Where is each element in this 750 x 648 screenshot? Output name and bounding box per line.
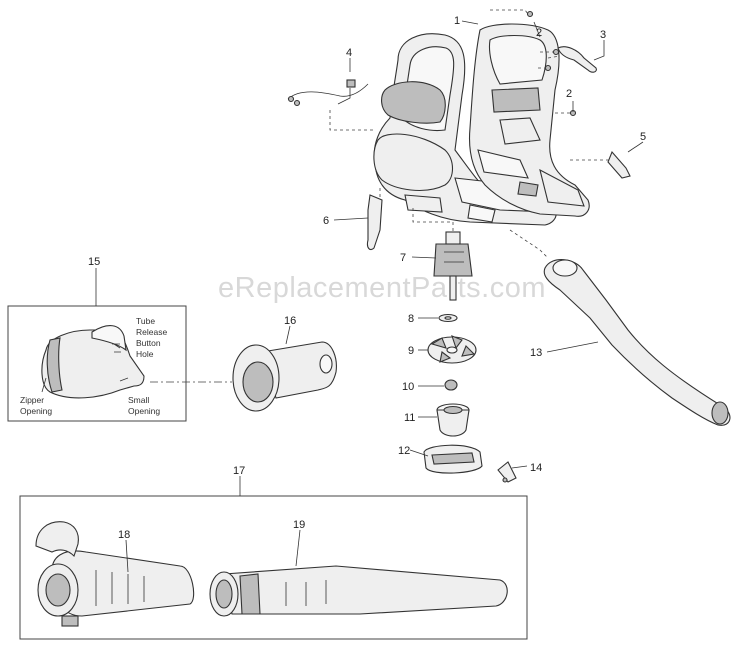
callout-12: 12	[398, 445, 410, 457]
bag-frame	[7, 305, 187, 422]
callout-19: 19	[293, 519, 305, 531]
callout-labels: 1 2 2 3 4 5 6 7 8 9 10 11 12 13 14 15 16…	[88, 15, 646, 541]
callout-14: 14	[530, 462, 542, 474]
note-tube-release-4: Hole	[136, 349, 154, 359]
note-zipper-2: Opening	[20, 406, 52, 416]
cord-retainer-part	[366, 188, 383, 251]
callout-2b: 2	[566, 88, 572, 100]
callout-17: 17	[233, 465, 245, 477]
callout-7: 7	[400, 252, 406, 264]
switch-part	[547, 46, 597, 73]
clip-part	[570, 150, 631, 179]
callout-2a: 2	[536, 27, 542, 39]
motor-part	[412, 208, 473, 301]
cord-part	[287, 79, 375, 131]
callout-8: 8	[408, 313, 414, 325]
note-tube-release-2: Release	[136, 327, 167, 337]
note-small-1: Small	[128, 395, 149, 405]
bag-notes: Tube Release Button Hole Zipper Opening …	[20, 316, 167, 416]
nut-part	[444, 379, 458, 391]
washer-part	[438, 313, 458, 323]
callout-16: 16	[284, 315, 296, 327]
upper-vacuum-tube-part	[35, 521, 195, 627]
callout-leaders	[41, 20, 644, 573]
callout-10: 10	[402, 381, 414, 393]
callout-5: 5	[640, 131, 646, 143]
base-part	[423, 444, 483, 474]
callout-11: 11	[404, 412, 415, 424]
callout-6: 6	[323, 215, 329, 227]
housing-right-half	[468, 23, 590, 217]
callout-3: 3	[600, 29, 606, 41]
callout-18: 18	[118, 529, 130, 541]
callout-4: 4	[346, 47, 352, 59]
adapter-tube-part	[232, 341, 337, 412]
impeller-cover-part	[436, 403, 470, 437]
callout-1: 1	[454, 15, 460, 27]
collection-bag-part	[41, 325, 145, 399]
lower-vacuum-tube-part	[209, 565, 508, 617]
note-zipper-1: Zipper	[20, 395, 44, 405]
screw-clip-part	[497, 461, 517, 483]
watermark-text: eReplacementParts.com	[218, 272, 546, 304]
note-small-2: Opening	[128, 406, 160, 416]
fan-part	[427, 335, 477, 364]
screw-parts	[490, 9, 577, 117]
callout-9: 9	[408, 345, 414, 357]
note-tube-release-3: Button	[136, 338, 161, 348]
note-tube-release-1: Tube	[136, 316, 155, 326]
callout-15: 15	[88, 256, 100, 268]
vacuum-tube-frame	[19, 495, 528, 640]
blower-tube-part	[509, 229, 731, 426]
callout-13: 13	[530, 347, 542, 359]
